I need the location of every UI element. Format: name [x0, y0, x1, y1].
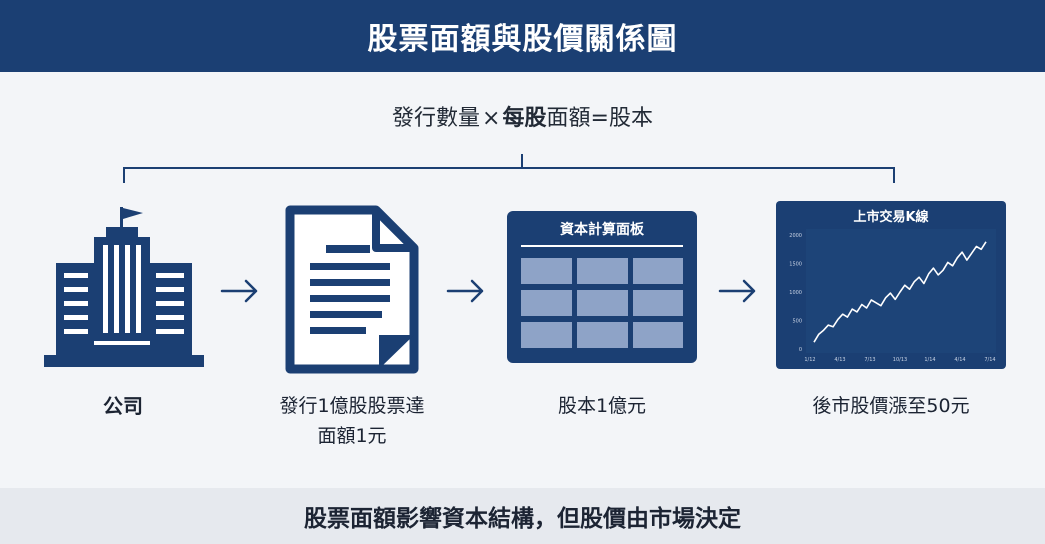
y-tick-label: 0: [799, 347, 802, 353]
arrow-right-icon: [220, 279, 258, 303]
company-building-icon: [44, 207, 204, 367]
y-tick-label: 2000: [789, 233, 802, 239]
formula-equals: =: [590, 106, 609, 131]
step-label-market: 後市股價漲至50元: [812, 395, 970, 417]
page-title-bar: 股票面額與股價關係圖: [0, 0, 1045, 72]
step-label-issue-line2: 面額1元: [317, 425, 387, 447]
y-tick-label: 1000: [789, 290, 802, 296]
capital-panel-title: 資本計算面板: [560, 221, 645, 238]
step-label-capital: 股本1億元: [557, 395, 647, 417]
x-tick-label: 1/14: [924, 357, 935, 363]
x-tick-label: 7/14: [984, 357, 995, 363]
formula-bracket: [123, 154, 895, 183]
formula-capital: 股本: [608, 106, 653, 131]
chart-title: 上市交易K線: [853, 209, 929, 225]
step-label-issue: 發行1億股股票達 面額1元: [252, 391, 452, 451]
formula-par-value: 面額: [546, 106, 591, 131]
k-line-chart-icon: 上市交易K線 0 500 1000 1500 2000 1/12 4/13 7/13 10/1…: [776, 201, 1006, 369]
document-icon: [285, 205, 419, 374]
formula-times: ×: [482, 106, 501, 131]
x-tick-label: 4/14: [954, 357, 965, 363]
x-tick-label: 4/13: [834, 357, 845, 363]
formula-per-share: 每股: [502, 106, 547, 131]
footer-text: 股票面額影響資本結構，但股價由市場決定: [304, 506, 741, 532]
formula: 發行數量×每股面額=股本: [0, 100, 1045, 132]
footer-note: 股票面額影響資本結構，但股價由市場決定: [0, 488, 1045, 544]
x-tick-label: 1/12: [804, 357, 815, 363]
page-title: 股票面額與股價關係圖: [367, 22, 678, 57]
step-label-issue-line1: 發行1億股股票達: [279, 395, 425, 417]
x-tick-label: 10/13: [893, 357, 907, 363]
x-tick-label: 7/13: [864, 357, 875, 363]
arrow-right-icon: [446, 279, 484, 303]
formula-quantity: 發行數量: [392, 106, 481, 131]
capital-panel-icon: 資本計算面板: [507, 211, 697, 363]
y-tick-label: 1500: [789, 262, 802, 268]
price-line-series: [813, 241, 987, 343]
step-label-company: 公司: [103, 394, 143, 418]
arrow-right-icon: [718, 279, 756, 303]
y-tick-label: 500: [792, 319, 802, 325]
